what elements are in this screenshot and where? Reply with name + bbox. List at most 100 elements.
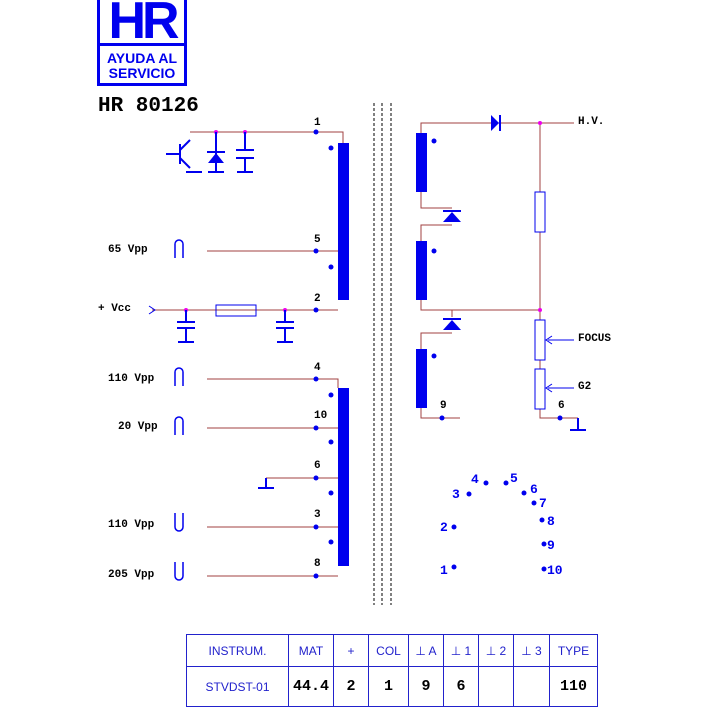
schematic-mark	[152, 250, 339, 577]
schematic-mark	[431, 353, 437, 359]
page-title: HR 80126	[98, 95, 199, 118]
schematic-mark	[483, 480, 489, 486]
schematic-mark	[166, 132, 254, 173]
schematic-mark	[531, 500, 537, 506]
g2-label: G2	[578, 381, 591, 393]
schematic-mark	[416, 349, 427, 408]
schematic-mark	[328, 145, 334, 151]
schematic-mark	[534, 368, 546, 410]
schematic-mark	[443, 212, 461, 222]
schematic-mark	[328, 439, 334, 445]
schematic-mark	[439, 415, 445, 421]
schematic-mark	[451, 564, 457, 570]
pin-label: 4	[471, 472, 479, 487]
schematic-mark	[451, 524, 457, 530]
schematic-mark	[538, 121, 542, 125]
core-lines	[373, 103, 392, 605]
diodes	[207, 115, 501, 330]
schematic-mark	[328, 392, 334, 398]
input-205vpp: 205 Vpp	[108, 569, 155, 581]
pinout: 1 2 3 4 5 6 7 8 9 10	[440, 471, 563, 578]
schematic-mark	[420, 122, 578, 419]
schematic-mark	[466, 491, 472, 497]
schematic-mark	[521, 490, 527, 496]
pin-5-label: 5	[314, 234, 321, 246]
pin-label: 5	[510, 471, 518, 486]
labels: 1 5 2 4 10 6 3 8 65 Vpp + Vcc 110 Vpp 20…	[98, 116, 611, 581]
pin-6-label: 6	[314, 460, 321, 472]
pin-label: 2	[440, 520, 448, 535]
focus-label: FOCUS	[578, 333, 611, 345]
schematic-mark	[207, 151, 225, 153]
schematic-mark	[313, 524, 319, 530]
schematic-mark	[328, 539, 334, 545]
schematic-mark	[503, 480, 509, 486]
pin-4-label: 4	[314, 362, 321, 374]
schematic-mark	[373, 103, 392, 605]
pin-2-label: 2	[314, 293, 321, 305]
schematic-mark	[174, 239, 184, 581]
pin-label: 8	[547, 514, 555, 529]
schematic-mark	[431, 138, 437, 144]
schematic-mark	[416, 241, 427, 300]
schematic-mark	[539, 517, 545, 523]
schematic-mark	[443, 318, 461, 320]
schematic-mark	[541, 566, 547, 572]
pin-9-label: 9	[440, 400, 447, 412]
hv-label: H.V.	[578, 116, 604, 128]
schematic-mark	[491, 115, 499, 131]
schematic-mark	[313, 573, 319, 579]
schematic-mark	[313, 248, 319, 254]
schematic-mark	[208, 153, 224, 163]
table-header-row: INSTRUM. MAT + COL ⊥ A ⊥ 1 ⊥ 2 ⊥ 3 TYPE	[186, 634, 598, 667]
pin-3-label: 3	[314, 509, 321, 521]
schematic-mark	[416, 133, 427, 192]
pin-label: 1	[440, 563, 448, 578]
schematic-mark	[177, 310, 586, 489]
schematic-mark	[557, 415, 563, 421]
pin-label: 10	[547, 563, 563, 578]
schematic-mark	[534, 191, 546, 233]
schematic-mark	[338, 143, 349, 300]
components	[148, 132, 586, 581]
pin-label: 7	[539, 496, 547, 511]
schematic-mark	[499, 115, 501, 131]
pin-label: 3	[452, 487, 460, 502]
schematic-mark	[190, 131, 344, 143]
input-vcc: + Vcc	[98, 303, 131, 315]
input-20vpp: 20 Vpp	[118, 421, 158, 433]
schematic-mark	[313, 307, 319, 313]
schematic-mark	[538, 308, 542, 312]
schematic-mark	[443, 210, 461, 212]
wires	[152, 122, 578, 577]
schematic-mark	[534, 319, 546, 361]
schematic-mark	[545, 335, 574, 393]
schematic-mark	[328, 490, 334, 496]
schematic-mark	[328, 264, 334, 270]
input-110vpp: 110 Vpp	[108, 373, 155, 385]
windings	[338, 133, 427, 566]
pin-label: 9	[547, 538, 555, 553]
schematic-mark	[313, 475, 319, 481]
schematic-mark	[313, 425, 319, 431]
pin-10-label: 10	[314, 410, 327, 422]
schematic-mark	[431, 248, 437, 254]
schematic-mark	[443, 320, 461, 330]
pin-label: 6	[530, 482, 538, 497]
schematic-mark	[148, 305, 156, 315]
schematic-mark	[338, 388, 349, 566]
winding-dots	[313, 129, 563, 579]
schematic-mark	[215, 304, 257, 317]
pin-6-sec-label: 6	[558, 400, 565, 412]
logo-mark: HR	[100, 0, 184, 47]
schematic-mark	[541, 541, 547, 547]
input-110vpp-2: 110 Vpp	[108, 519, 155, 531]
spec-table: INSTRUM. MAT + COL ⊥ A ⊥ 1 ⊥ 2 ⊥ 3 TYPE …	[186, 634, 598, 707]
pin-1-label: 1	[314, 117, 321, 129]
input-65vpp: 65 Vpp	[108, 244, 148, 256]
schematic-mark	[313, 129, 319, 135]
pin-8-label: 8	[314, 558, 321, 570]
